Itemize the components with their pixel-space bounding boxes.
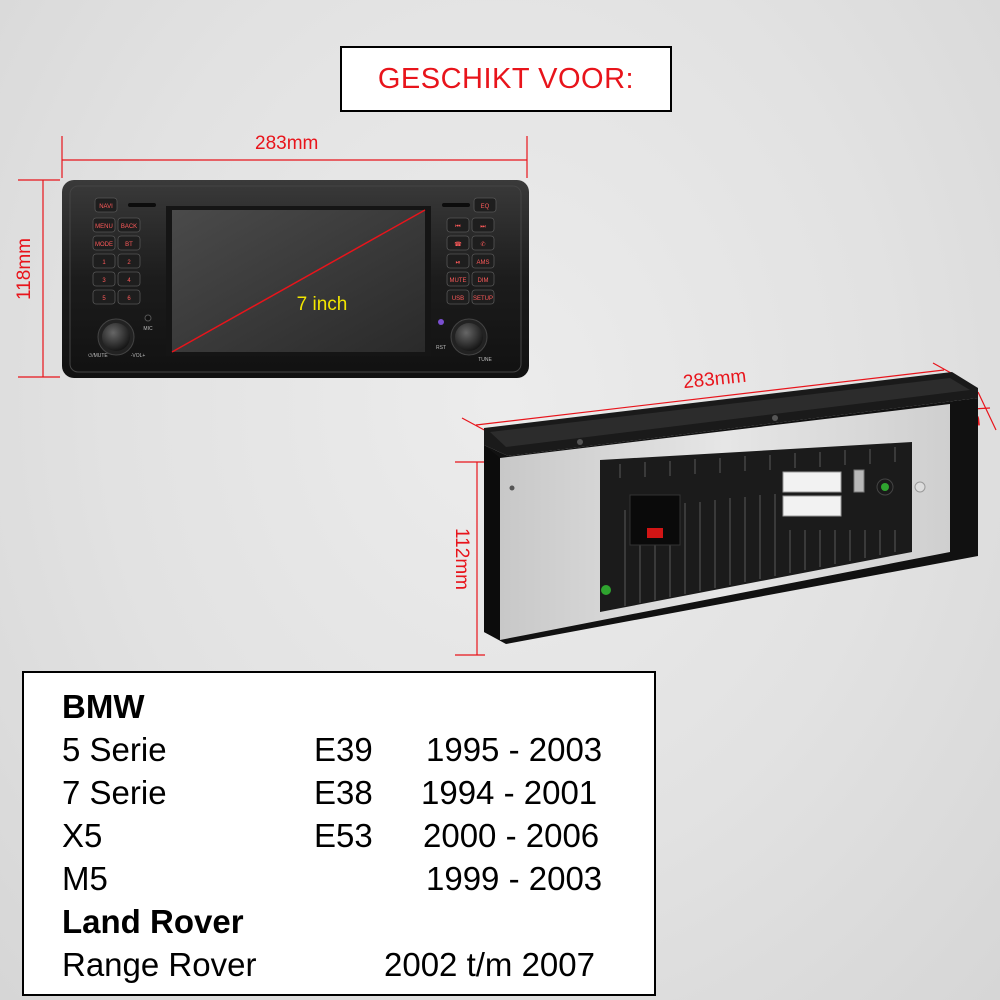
svg-text:3: 3 (102, 278, 106, 284)
svg-text:☎: ☎ (454, 241, 462, 248)
svg-text:MUTE: MUTE (450, 278, 467, 284)
white-connector-bottom (782, 495, 842, 517)
antenna-jack (853, 469, 865, 493)
btn-eq: EQ (481, 204, 490, 210)
svg-text:SETUP: SETUP (473, 296, 493, 302)
svg-text:MIC: MIC (143, 326, 153, 332)
svg-text:⏭: ⏭ (480, 224, 486, 230)
svg-text:-VOL+: -VOL+ (131, 353, 146, 359)
compatibility-box: BMW 5 Serie E39 1995 - 2003 7 Serie E38 … (22, 671, 656, 996)
svg-text:1: 1 (102, 260, 106, 266)
svg-text:⏻/MUTE: ⏻/MUTE (88, 353, 108, 359)
tune-knob (455, 323, 483, 351)
left-button-panel (92, 197, 141, 305)
title-box: GESCHIKT VOOR: (340, 46, 672, 112)
volume-knob (102, 323, 130, 351)
svg-text:MODE: MODE (95, 242, 113, 248)
svg-text:DIM: DIM (478, 278, 489, 284)
rst-indicator (438, 319, 444, 325)
svg-text:2: 2 (127, 260, 131, 266)
svg-text:BACK: BACK (121, 224, 137, 230)
white-connector-top (782, 471, 842, 493)
svg-text:TUNE: TUNE (478, 357, 492, 363)
svg-text:RST: RST (436, 345, 446, 351)
mic-hole (144, 314, 152, 322)
page-title: GESCHIKT VOOR: (377, 62, 635, 95)
screen-size-label: 7 inch (297, 294, 348, 315)
svg-text:USB: USB (452, 296, 464, 302)
svg-text:⏯: ⏯ (456, 260, 461, 266)
svg-text:4: 4 (127, 278, 131, 284)
front-width-label: 283mm (255, 133, 319, 154)
svg-text:AMS: AMS (476, 260, 489, 266)
svg-text:⏮: ⏮ (455, 224, 461, 230)
svg-text:BT: BT (125, 242, 133, 248)
btn-navi: NAVI (99, 204, 113, 210)
svg-text:✆: ✆ (480, 241, 485, 248)
right-button-panel (446, 197, 497, 305)
svg-text:MENU: MENU (95, 224, 113, 230)
svg-text:6: 6 (127, 296, 131, 302)
svg-text:5: 5 (102, 296, 106, 302)
